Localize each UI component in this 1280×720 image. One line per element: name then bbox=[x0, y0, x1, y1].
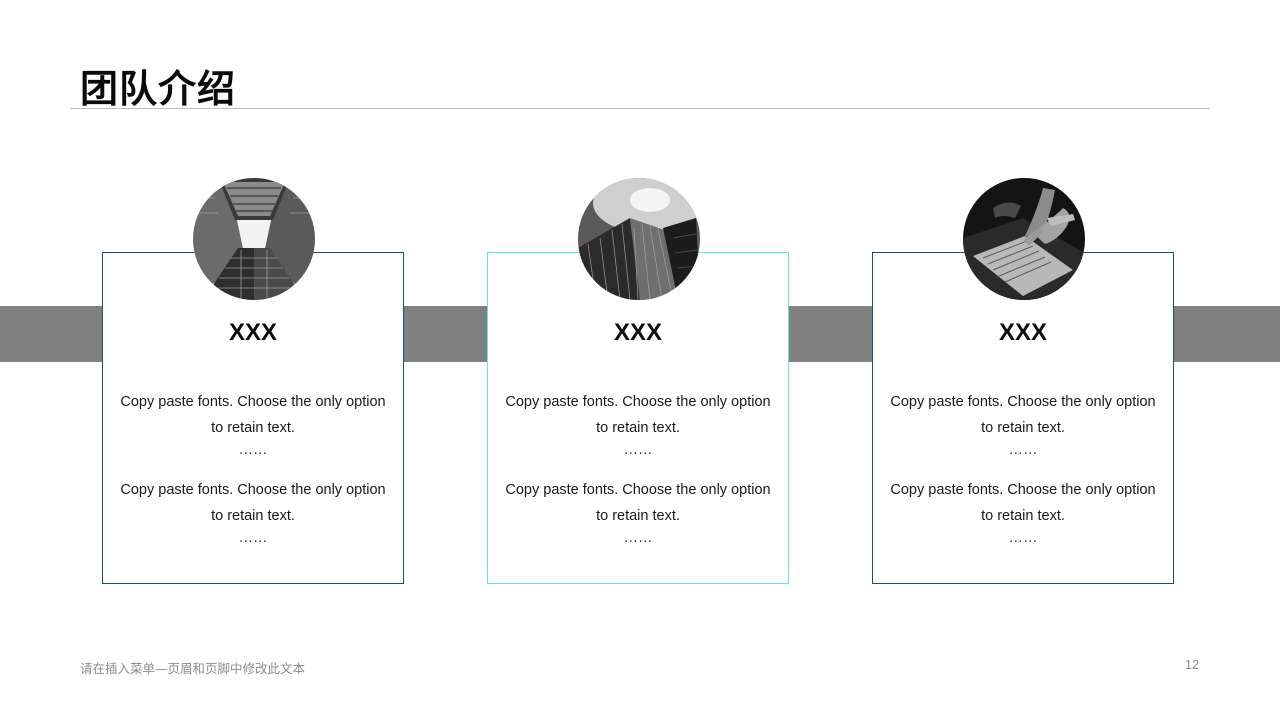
description-paragraph: Copy paste fonts. Choose the only option… bbox=[505, 482, 771, 524]
description-paragraph: Copy paste fonts. Choose the only option… bbox=[890, 482, 1156, 524]
title-divider bbox=[70, 108, 1210, 109]
description-paragraph: Copy paste fonts. Choose the only option… bbox=[120, 482, 386, 524]
ellipsis: …… bbox=[623, 442, 653, 458]
member-card-2: XXX Copy paste fonts. Choose the only op… bbox=[487, 252, 789, 584]
building-looking-up-photo bbox=[193, 178, 315, 300]
footer-text: 请在插入菜单—页眉和页脚中修改此文本 bbox=[80, 661, 306, 676]
member-card-1: XXX Copy paste fonts. Choose the only op… bbox=[102, 252, 404, 584]
slide-title: 团队介绍 bbox=[80, 67, 237, 111]
ellipsis: …… bbox=[1008, 530, 1038, 546]
skyscraper-sky-photo bbox=[578, 178, 700, 300]
member-name: XXX bbox=[998, 319, 1048, 346]
member-name: XXX bbox=[228, 319, 278, 346]
description-paragraph: Copy paste fonts. Choose the only option… bbox=[505, 394, 771, 436]
ellipsis: …… bbox=[238, 442, 268, 458]
ellipsis: …… bbox=[623, 530, 653, 546]
member-name: XXX bbox=[613, 319, 663, 346]
member-description: Copy paste fonts. Choose the only option… bbox=[498, 389, 778, 565]
description-paragraph: Copy paste fonts. Choose the only option… bbox=[120, 394, 386, 436]
ellipsis: …… bbox=[1008, 442, 1038, 458]
member-description: Copy paste fonts. Choose the only option… bbox=[883, 389, 1163, 565]
ellipsis: …… bbox=[238, 530, 268, 546]
member-description: Copy paste fonts. Choose the only option… bbox=[113, 389, 393, 565]
laptop-hands-photo bbox=[963, 178, 1085, 300]
member-card-3: XXX Copy paste fonts. Choose the only op… bbox=[872, 252, 1174, 584]
description-paragraph: Copy paste fonts. Choose the only option… bbox=[890, 394, 1156, 436]
page-number: 12 bbox=[1185, 658, 1199, 672]
